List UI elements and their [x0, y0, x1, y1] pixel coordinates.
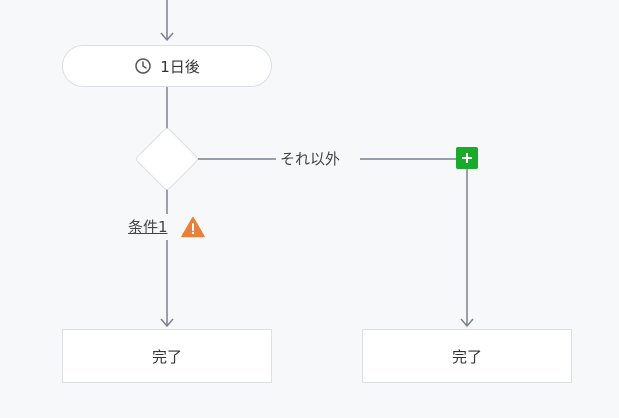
arrowhead-top	[160, 32, 174, 42]
end-node-else[interactable]: 完了	[362, 329, 572, 383]
end-node-label: 完了	[451, 347, 482, 366]
plus-icon	[462, 153, 472, 163]
arrowhead-else	[460, 318, 474, 328]
add-step-button[interactable]	[456, 147, 478, 169]
arrowhead-cond	[160, 318, 174, 328]
end-node-label: 完了	[151, 347, 182, 366]
delay-node[interactable]: 1日後	[62, 45, 272, 87]
warning-triangle-icon	[181, 216, 205, 238]
end-node-condition[interactable]: 完了	[62, 329, 272, 383]
clock-icon	[134, 57, 152, 75]
condition-label[interactable]: 条件1	[128, 218, 168, 236]
else-branch-label: それ以外	[276, 148, 345, 170]
delay-label: 1日後	[160, 57, 200, 76]
